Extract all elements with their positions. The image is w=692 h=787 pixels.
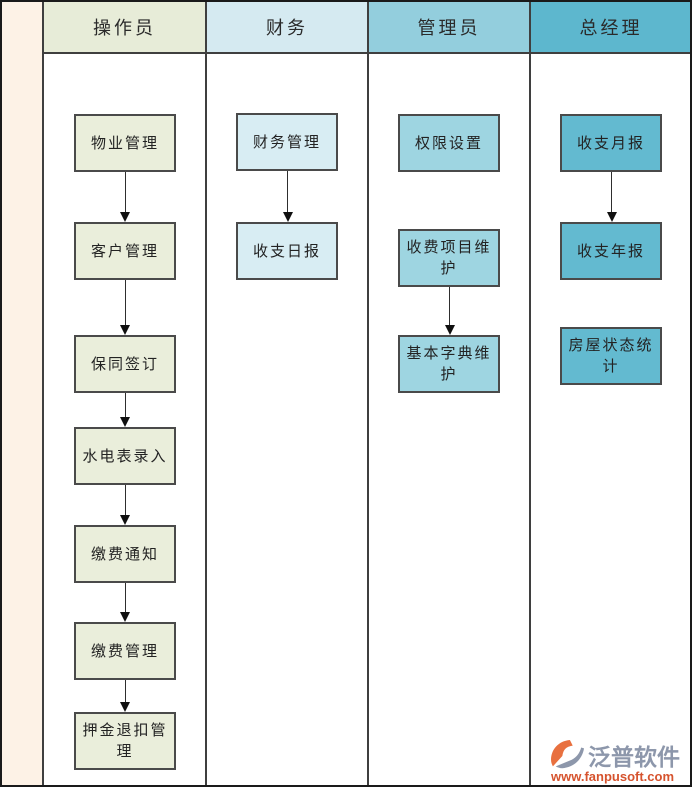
lane-title-operator: 操作员 bbox=[93, 18, 156, 39]
flow-box-operator-6: 押金退扣管理 bbox=[74, 712, 176, 770]
lane-title-general-manager: 总经理 bbox=[579, 18, 643, 39]
lane-divider-3 bbox=[529, 2, 531, 785]
fanpu-logo-icon bbox=[551, 739, 585, 768]
left-margin-strip bbox=[2, 2, 43, 785]
flow-box-label: 收支月报 bbox=[576, 133, 645, 152]
flow-box-label: 缴费通知 bbox=[90, 544, 159, 563]
lane-divider-1 bbox=[205, 2, 207, 785]
lane-header-finance: 财务 bbox=[206, 2, 368, 52]
arrow-down-icon bbox=[283, 212, 293, 222]
flow-box-label: 缴费管理 bbox=[90, 641, 159, 660]
arrow-down-icon bbox=[120, 212, 130, 222]
header-underline bbox=[43, 52, 690, 54]
flow-box-operator-4: 缴费通知 bbox=[74, 525, 176, 583]
flow-box-operator-0: 物业管理 bbox=[74, 114, 176, 172]
arrow-down-icon bbox=[445, 325, 455, 335]
flow-box-operator-3: 水电表录入 bbox=[74, 427, 176, 485]
flow-box-general-manager-0: 收支月报 bbox=[560, 114, 662, 172]
flow-box-label: 权限设置 bbox=[414, 133, 483, 152]
arrow-down-line bbox=[125, 172, 126, 213]
arrow-down-icon bbox=[120, 515, 130, 525]
arrow-down-icon bbox=[120, 612, 130, 622]
lane-header-general-manager: 总经理 bbox=[530, 2, 690, 52]
flow-box-label: 财务管理 bbox=[252, 132, 321, 151]
lane-header-operator: 操作员 bbox=[43, 2, 206, 52]
flow-box-label: 水电表录入 bbox=[82, 446, 168, 465]
flow-box-operator-2: 保同签订 bbox=[74, 335, 176, 393]
flow-box-label: 基本字典维护 bbox=[406, 344, 492, 383]
flow-box-label: 收费项目维护 bbox=[406, 238, 492, 277]
flow-box-label: 收支年报 bbox=[576, 241, 645, 260]
arrow-down-line bbox=[125, 393, 126, 418]
lane-header-admin: 管理员 bbox=[368, 2, 530, 52]
watermark-row: 泛普软件 bbox=[549, 738, 690, 772]
arrow-down-line bbox=[125, 485, 126, 516]
flow-box-label: 保同签订 bbox=[90, 354, 159, 373]
flow-box-finance-1: 收支日报 bbox=[236, 222, 338, 280]
watermark-brand-text: 泛普软件 bbox=[588, 744, 680, 770]
flow-box-operator-1: 客户管理 bbox=[74, 222, 176, 280]
flow-box-label: 收支日报 bbox=[252, 241, 321, 260]
arrow-down-line bbox=[125, 583, 126, 613]
lane-title-admin: 管理员 bbox=[417, 18, 481, 39]
arrow-down-icon bbox=[120, 417, 130, 427]
arrow-down-line bbox=[287, 171, 288, 213]
flow-box-general-manager-2: 房屋状态统计 bbox=[560, 327, 662, 385]
lane-divider-2 bbox=[367, 2, 369, 785]
lane-divider-0 bbox=[42, 2, 44, 785]
flow-box-label: 押金退扣管理 bbox=[82, 721, 168, 760]
arrow-down-icon bbox=[607, 212, 617, 222]
watermark-url-text: www.fanpusoft.com bbox=[551, 769, 675, 784]
flow-box-label: 物业管理 bbox=[90, 133, 159, 152]
arrow-down-icon bbox=[120, 702, 130, 712]
flow-box-general-manager-1: 收支年报 bbox=[560, 222, 662, 280]
flow-box-admin-2: 基本字典维护 bbox=[398, 335, 500, 393]
flow-box-label: 客户管理 bbox=[90, 241, 159, 260]
lane-title-finance: 财务 bbox=[266, 18, 308, 39]
arrow-down-icon bbox=[120, 325, 130, 335]
flow-box-label: 房屋状态统计 bbox=[568, 336, 654, 375]
flow-box-admin-1: 收费项目维护 bbox=[398, 229, 500, 287]
flow-box-admin-0: 权限设置 bbox=[398, 114, 500, 172]
arrow-down-line bbox=[449, 287, 450, 326]
watermark: 泛普软件 www.fanpusoft.com bbox=[549, 738, 690, 784]
flow-box-operator-5: 缴费管理 bbox=[74, 622, 176, 680]
flow-box-finance-0: 财务管理 bbox=[236, 113, 338, 171]
arrow-down-line bbox=[611, 172, 612, 213]
arrow-down-line bbox=[125, 680, 126, 703]
arrow-down-line bbox=[125, 280, 126, 326]
